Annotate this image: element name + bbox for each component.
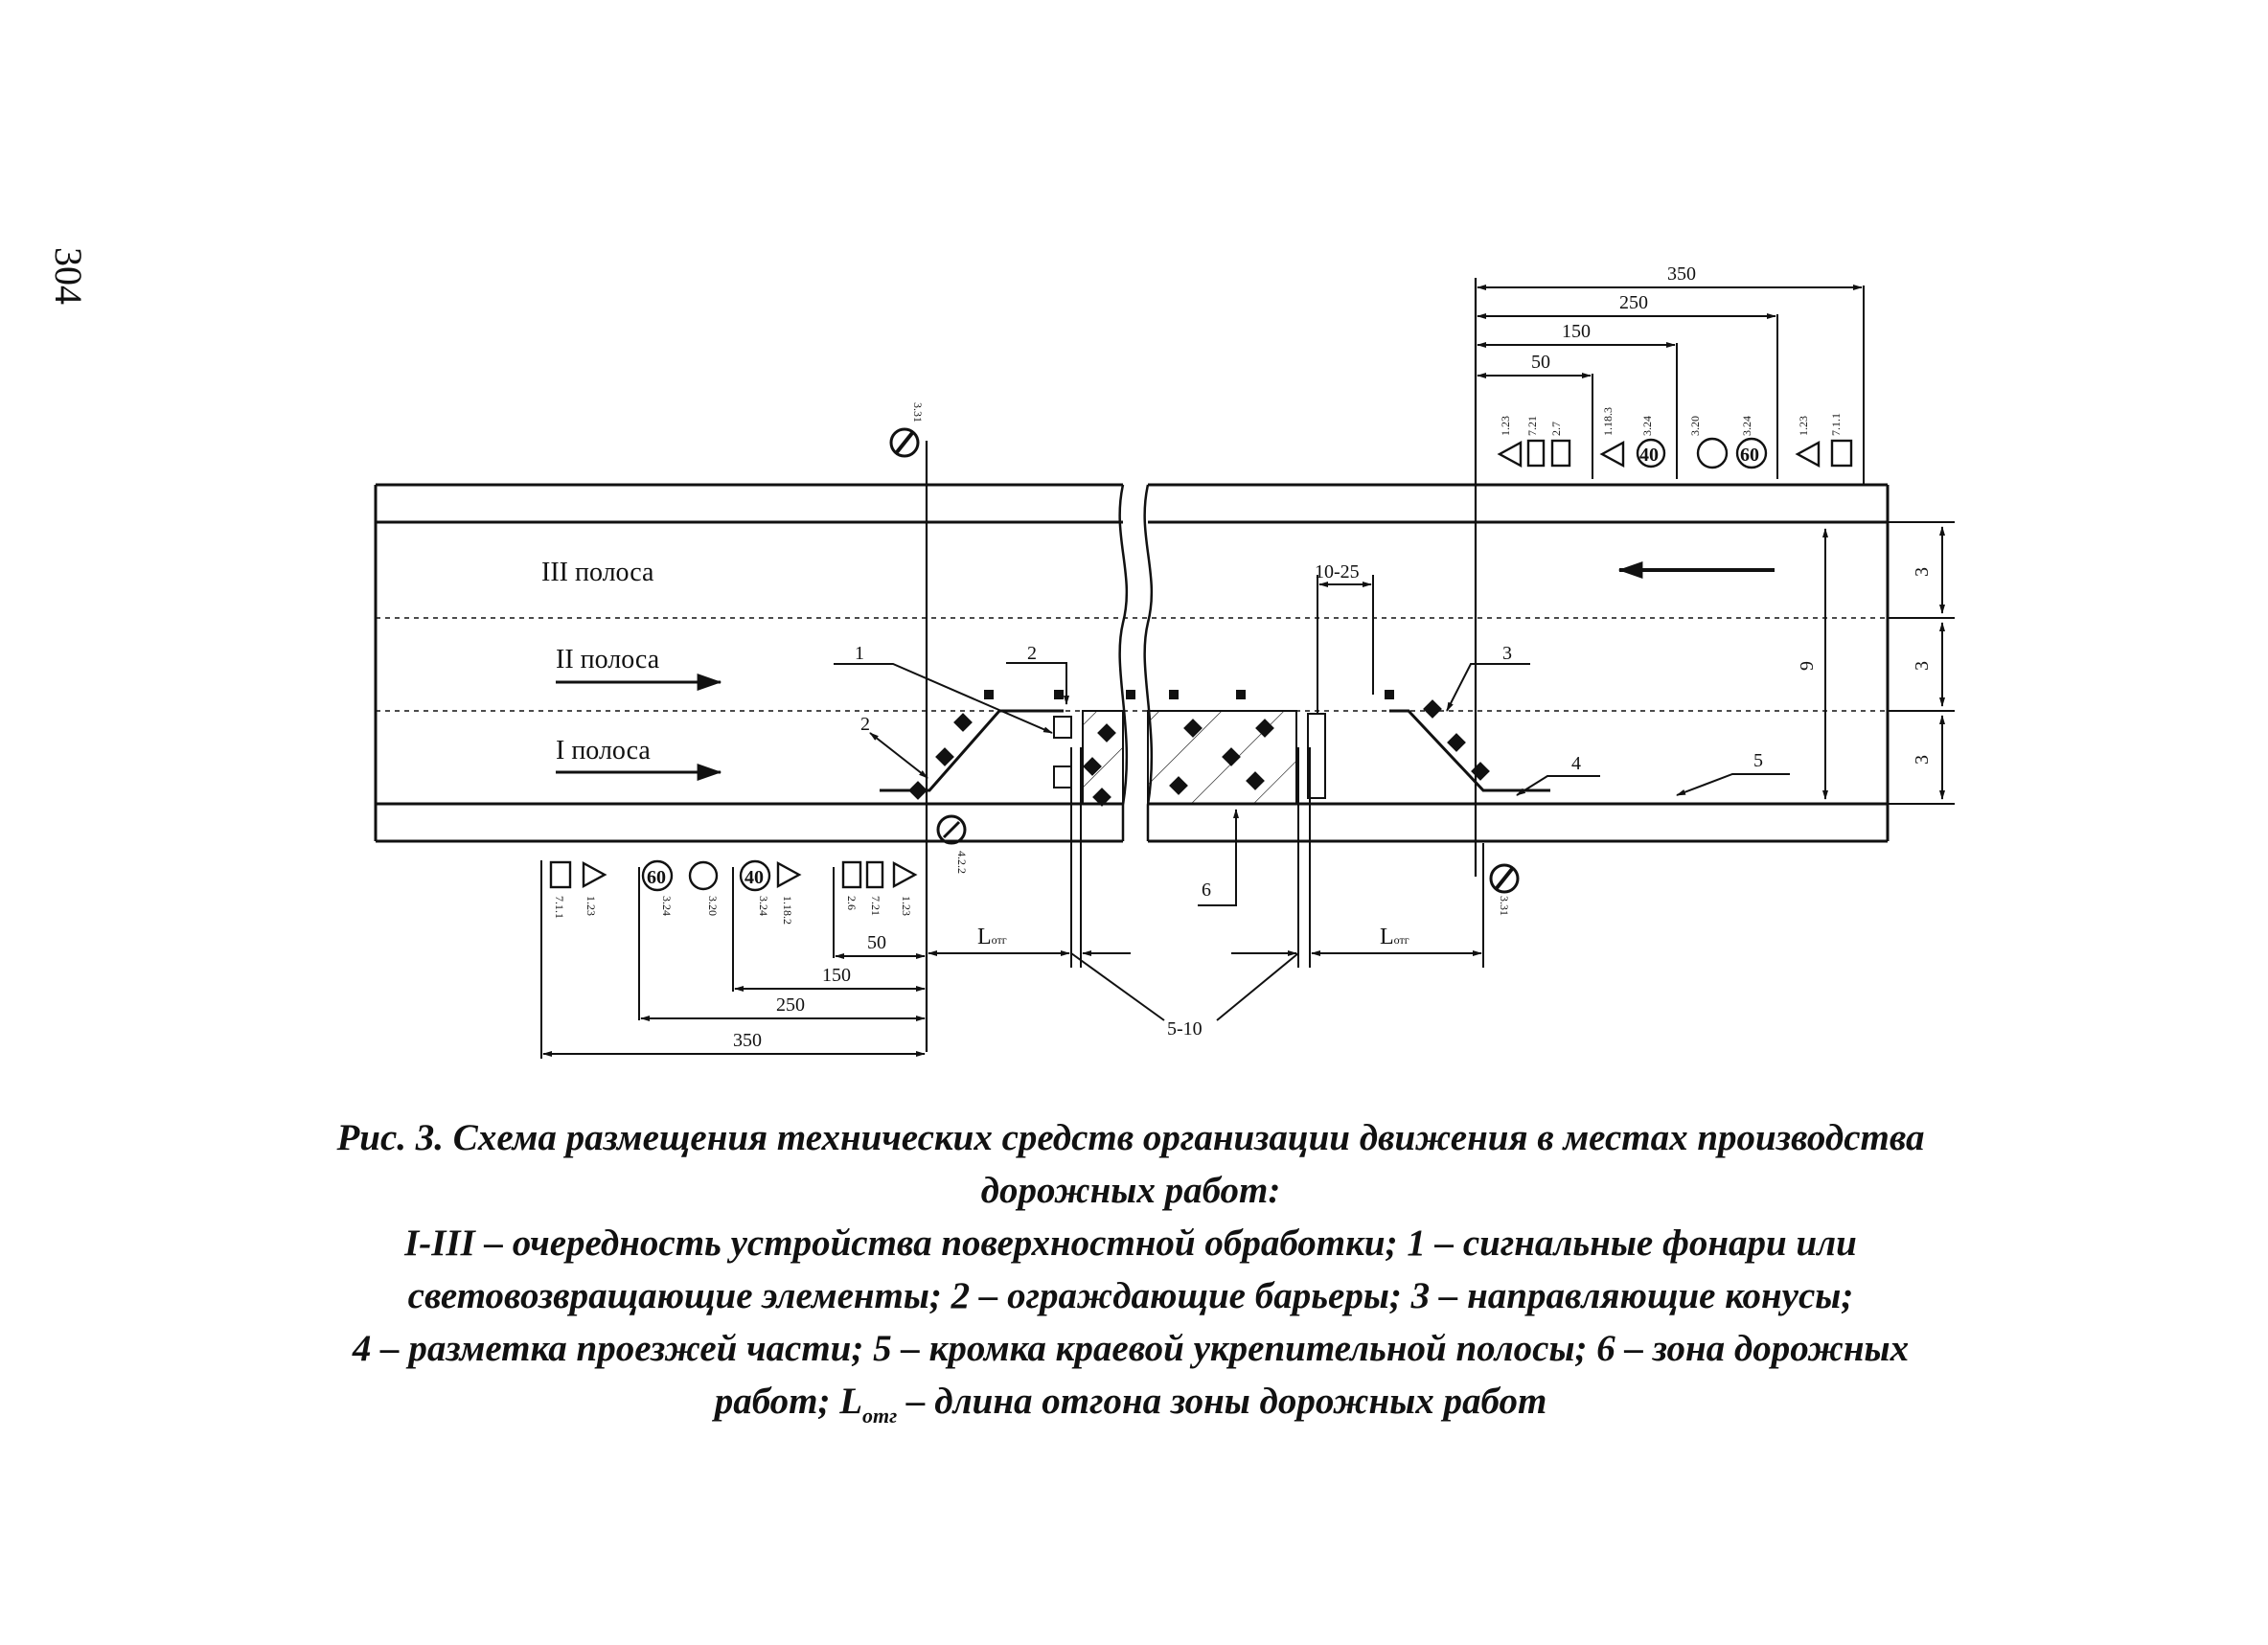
cone-marker [1471,762,1490,781]
road-right-part [1148,483,1890,843]
lane-width-3-mid: 3 [1912,661,1933,671]
cone-marker [1447,733,1466,752]
upper-sign-code: 3.24 [1740,416,1753,436]
lower-dim-50: 50 [867,932,886,953]
lower-sign-code: 3.24 [757,896,770,916]
lower-sign-code: 2.6 [845,896,859,910]
lotg-dimension-lines [928,747,1484,1021]
cone-offset-label: 2 [860,714,870,735]
road-left-part [374,483,1123,843]
upper-sign-code: 1.18.3 [1601,407,1615,436]
lotg-right-label: Lотг [1380,925,1409,949]
cone-marker [1169,776,1188,795]
lane-label-3: III полоса [541,558,654,587]
cone-marker [1255,719,1274,738]
lower-dim-150: 150 [822,965,851,986]
cone-marker [1097,723,1116,743]
cone-offset-dim [869,732,928,779]
lane-label-1: I полоса [556,736,651,765]
lower-sign-code: 1.23 [584,896,598,916]
upper-sign-code: 7.21 [1525,416,1539,436]
upper-dimension-lines [1477,285,1865,485]
callout-5: 5 [1753,750,1763,771]
upper-sign-codes: 1.23 7.21 2.7 1.18.3 3.24 3.20 3.24 1.23 7.1.1 [1499,407,1843,436]
callout-4: 4 [1571,753,1581,774]
lower-sign-code: 1.18.2 [781,896,794,925]
cone-marker [935,747,954,766]
caption-line-1: Рис. 3. Схема размещения технических сре… [336,1117,1925,1158]
lower-sign-codes: 7.1.1 1.23 3.24 3.20 3.24 1.18.2 2.6 7.21 1.23 [553,896,913,925]
sign-code-3-31-bottom: 3.31 [1498,896,1511,916]
lower-sign-code: 1.23 [900,896,913,916]
upper-speed-60: 60 [1740,445,1759,466]
detour-sign [936,814,967,845]
cone-marker [1246,771,1265,790]
caption-line-4: световозвращающие элементы; 2 – ограждаю… [407,1275,1854,1316]
warning-lamps [984,690,1394,699]
upper-sign-code: 3.24 [1640,416,1654,436]
upper-sign-code: 2.7 [1549,422,1563,436]
cone-marker [1083,757,1102,776]
callout-1: 1 [855,643,864,664]
lower-speed-60: 60 [647,867,666,888]
lower-dimension-lines [540,860,926,1059]
lane-width-3-bottom: 3 [1912,755,1933,765]
lower-signs [549,859,918,892]
lower-sign-code: 7.21 [869,896,882,916]
upper-sign-code: 7.1.1 [1829,413,1843,436]
lower-dim-250: 250 [776,994,805,1016]
dim-5-10: 5-10 [1167,1018,1203,1040]
cone-marker [1423,699,1442,719]
total-width-9: 9 [1797,661,1818,671]
lane-dividers [376,617,1888,712]
upper-speed-40: 40 [1639,445,1659,466]
right-width-dimensions [1822,521,1955,805]
upper-dim-50: 50 [1531,352,1550,373]
caption-line-3: I-III – очередность устройства поверхнос… [404,1222,1857,1264]
lane-arrows [556,561,1775,781]
callout-6: 6 [1202,880,1211,901]
lower-sign-code: 3.20 [706,896,720,916]
lane-label-2: II полоса [556,645,660,674]
upper-dim-150: 150 [1562,321,1591,342]
end-restriction-sign-bottom [1489,863,1520,894]
end-restriction-sign-top [889,427,920,458]
callout-2: 2 [1027,643,1037,664]
callout-3: 3 [1502,643,1512,664]
work-zone-right [1147,710,1297,805]
upper-sign-code: 3.20 [1688,416,1702,436]
cone-marker [1092,788,1111,807]
lower-sign-code: 7.1.1 [553,896,566,919]
cone-marker [908,781,928,800]
callout-leaders [834,662,1790,906]
cone-marker [953,713,973,732]
lower-speed-40: 40 [745,867,764,888]
caption-line-2: дорожных работ: [980,1170,1281,1211]
upper-dim-250: 250 [1619,292,1648,313]
dim-10-25-lines [1317,575,1374,714]
lotg-left-label: Lотг [977,925,1007,949]
figure-caption: Рис. 3. Схема размещения технических сре… [144,1111,2118,1442]
sign-code-detour: 4.2.2 [955,851,969,874]
road-break-marks [1118,484,1154,841]
upper-sign-code: 1.23 [1499,416,1512,436]
cone-marker [1183,719,1203,738]
dim-10-25: 10-25 [1315,561,1360,583]
upper-dim-350: 350 [1667,263,1696,285]
caption-line-6: работ; Lотг – длина отгона зоны дорожных… [714,1381,1547,1428]
lane-width-3-top: 3 [1912,567,1933,577]
sign-code-3-31-top: 3.31 [911,402,925,423]
cone-marker [1222,747,1241,766]
upper-signs [1497,437,1853,469]
lower-dim-350: 350 [733,1030,762,1051]
lower-sign-code: 3.24 [660,896,674,916]
caption-line-5: 4 – разметка проезжей части; 5 – кромка … [352,1328,1910,1369]
upper-sign-code: 1.23 [1797,416,1810,436]
